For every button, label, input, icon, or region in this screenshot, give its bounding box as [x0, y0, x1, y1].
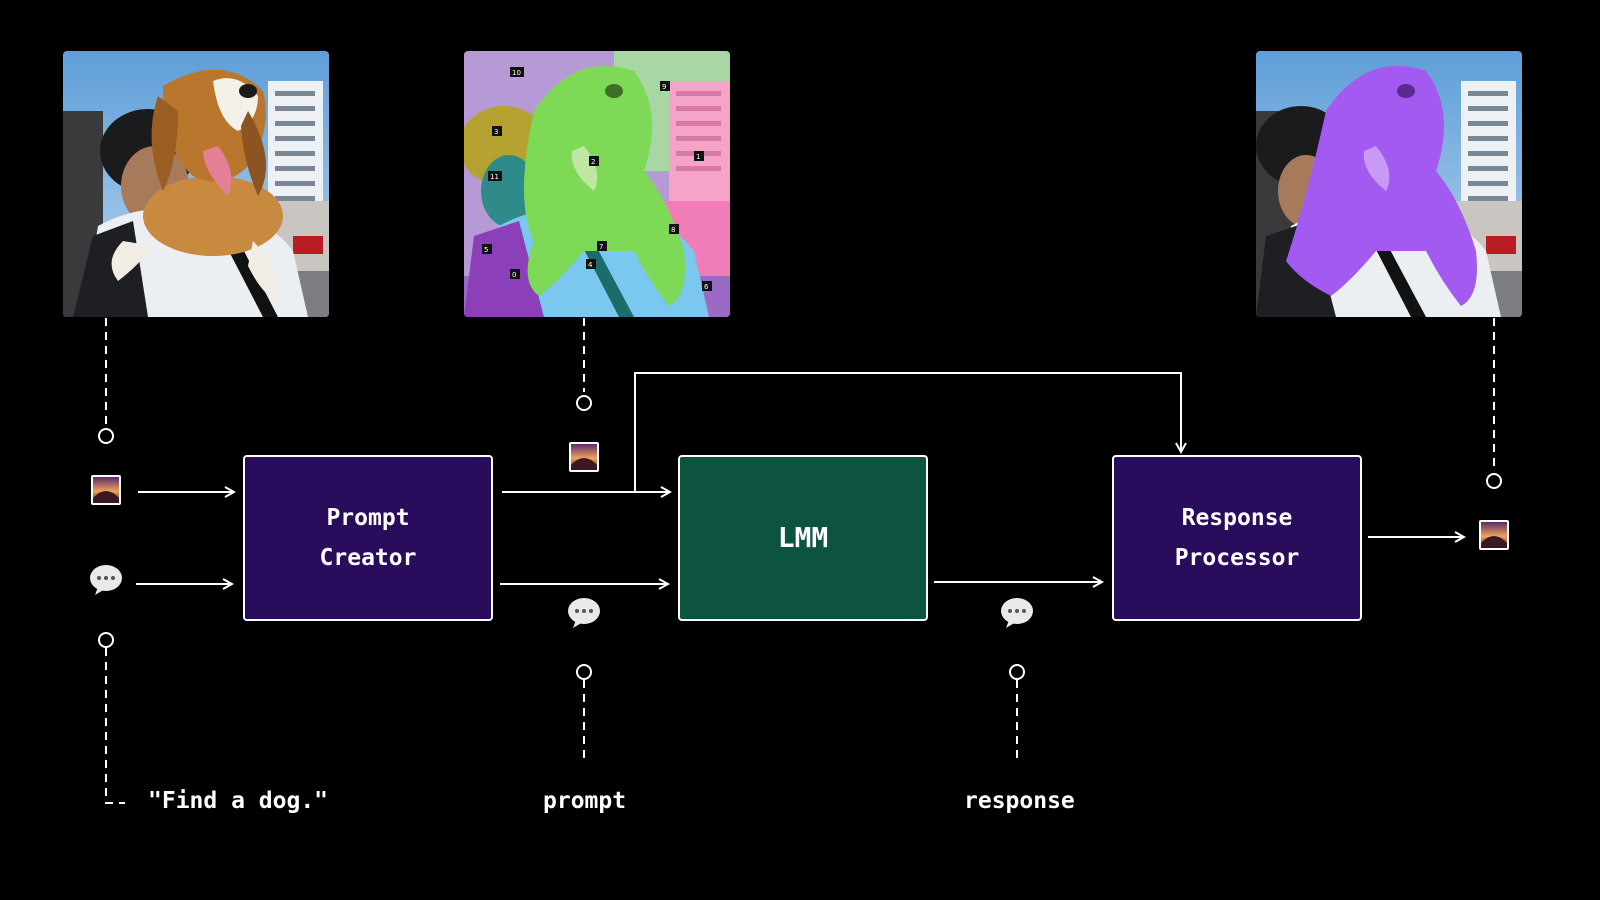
arrow-bypass-to-response-processor: [634, 372, 1181, 492]
mark-label: 1: [696, 153, 700, 161]
response-processor-box: Response Processor: [1112, 455, 1362, 621]
chat-bubble-icon: [1001, 598, 1033, 628]
prompt-creator-label: Prompt Creator: [319, 505, 417, 571]
mark-label: 3: [494, 128, 498, 136]
prompt-caption: prompt: [543, 788, 627, 814]
prompt-creator-box: Prompt Creator: [243, 455, 493, 621]
leader-terminal-circle: [1009, 664, 1025, 680]
lmm-box: LMM: [678, 455, 928, 621]
response-caption: response: [964, 788, 1075, 814]
input-text-caption: "Find a dog.": [148, 788, 329, 814]
leader-terminal-circle: [98, 632, 114, 648]
mark-label: 6: [704, 283, 709, 291]
image-icon: [91, 475, 121, 505]
mark-label: 5: [484, 246, 488, 254]
mark-label: 7: [599, 243, 603, 251]
mark-label: 8: [671, 226, 675, 234]
leader-terminal-circle: [576, 395, 592, 411]
dashed-leader-input-text: [105, 648, 125, 804]
mark-label: 4: [588, 261, 593, 269]
chat-bubble-icon: [90, 565, 122, 595]
lmm-label: LMM: [777, 521, 829, 554]
mark-label: 10: [512, 69, 521, 77]
image-icon: [1479, 520, 1509, 550]
image-icon: [569, 442, 599, 472]
chat-bubble-icon: [568, 598, 600, 628]
leader-terminal-circle: [98, 428, 114, 444]
marked-photo: 10 9 3 2 1 11 5 7 4 0 8 6: [464, 51, 730, 317]
input-photo: [63, 51, 329, 317]
output-photo: [1256, 51, 1522, 317]
mark-label: 0: [512, 271, 516, 279]
mark-label: 9: [662, 83, 666, 91]
leader-terminal-circle: [1486, 473, 1502, 489]
response-processor-label: Response Processor: [1174, 505, 1300, 571]
mark-label: 2: [591, 158, 595, 166]
mark-label: 11: [490, 173, 499, 181]
leader-terminal-circle: [576, 664, 592, 680]
